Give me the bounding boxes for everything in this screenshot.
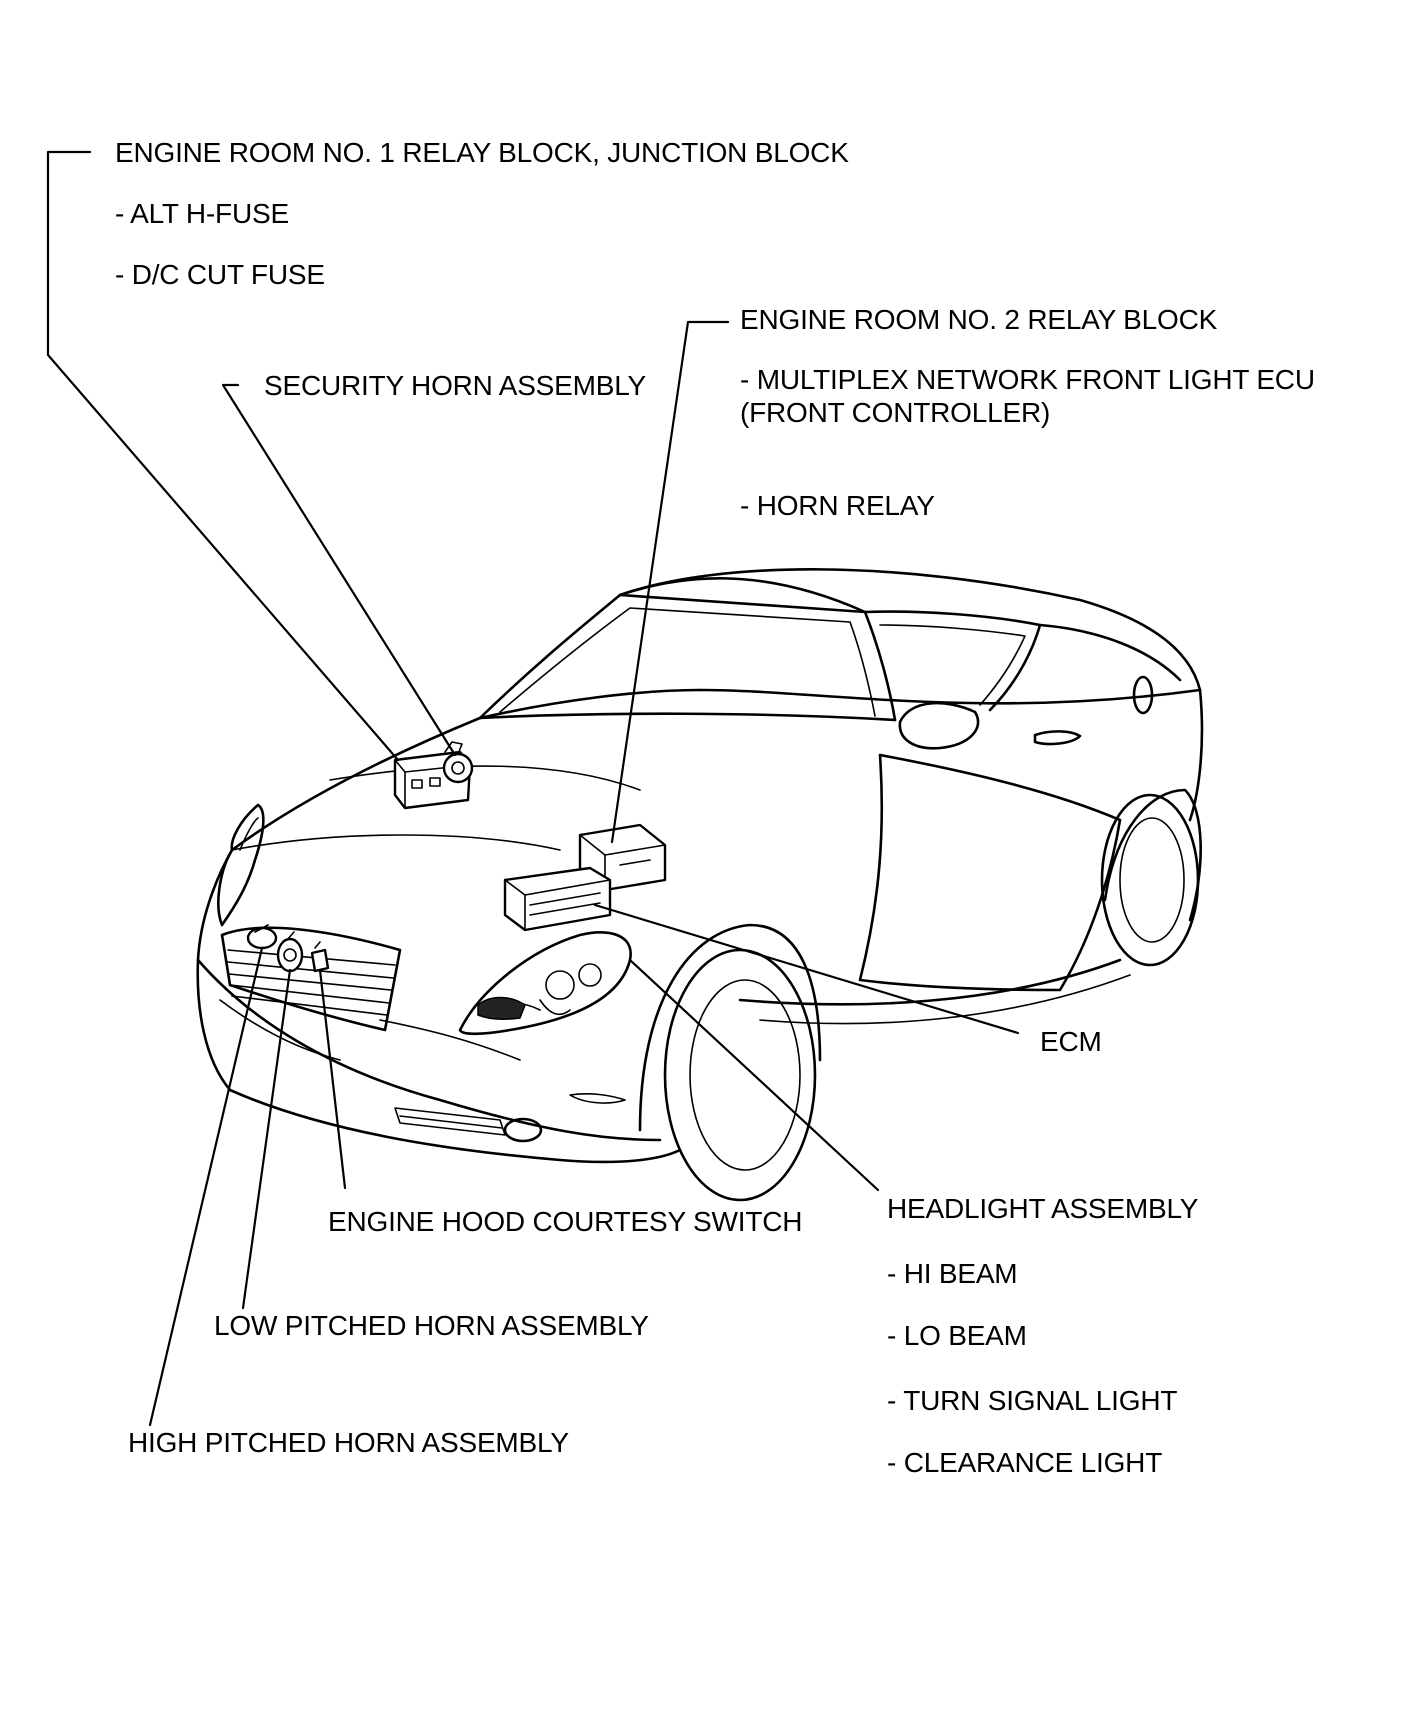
horn-assemblies-drawing (246, 924, 304, 973)
label-low-horn: LOW PITCHED HORN ASSEMBLY (214, 1310, 649, 1341)
security-horn-drawing (442, 741, 474, 784)
label-front-controller: (FRONT CONTROLLER) (740, 397, 1051, 428)
label-hood-switch: ENGINE HOOD COURTESY SWITCH (328, 1206, 803, 1237)
label-ecm: ECM (1040, 1026, 1102, 1057)
label-alt-h-fuse: - ALT H-FUSE (115, 198, 289, 229)
label-hi-beam: - HI BEAM (887, 1258, 1018, 1289)
ecm-drawing (503, 866, 612, 932)
leader-lines (46, 150, 1020, 1427)
label-headlight: HEADLIGHT ASSEMBLY (887, 1193, 1199, 1224)
label-horn-relay: - HORN RELAY (740, 490, 935, 521)
right-headlight (458, 931, 632, 1036)
label-front-light-ecu: - MULTIPLEX NETWORK FRONT LIGHT ECU (740, 364, 1315, 395)
car-outline (196, 568, 1204, 1202)
label-turn-signal: - TURN SIGNAL LIGHT (887, 1385, 1178, 1416)
label-relay-block-1: ENGINE ROOM NO. 1 RELAY BLOCK, JUNCTION … (115, 137, 849, 168)
label-lo-beam: - LO BEAM (887, 1320, 1027, 1351)
hood-switch-drawing (310, 941, 330, 973)
label-clearance-light: - CLEARANCE LIGHT (887, 1447, 1163, 1478)
label-dc-cut-fuse: - D/C CUT FUSE (115, 259, 325, 290)
label-security-horn: SECURITY HORN ASSEMBLY (264, 370, 646, 401)
left-headlight (217, 803, 265, 927)
label-high-horn: HIGH PITCHED HORN ASSEMBLY (128, 1427, 569, 1458)
label-relay-block-2: ENGINE ROOM NO. 2 RELAY BLOCK (740, 304, 1218, 335)
